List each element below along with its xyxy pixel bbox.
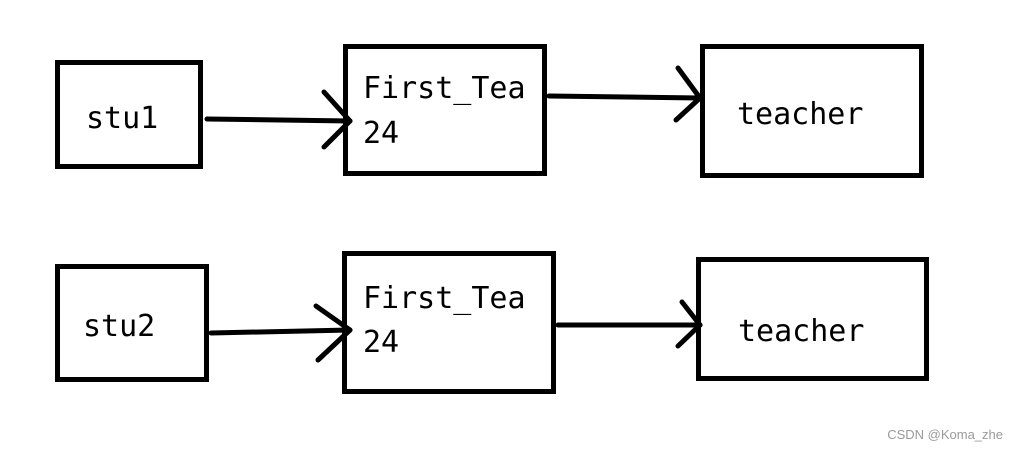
- first-tea-age-2: 24: [363, 325, 400, 360]
- stu1-box: stu1: [55, 60, 203, 169]
- teacher-box-2: teacher: [696, 257, 929, 381]
- stu2-box: stu2: [55, 264, 209, 382]
- arrow-first-tea-to-teacher-2: [555, 299, 703, 349]
- teacher-label-2: teacher: [738, 314, 865, 349]
- arrow-stu2-to-first-tea: [208, 303, 353, 363]
- stu2-label: stu2: [83, 309, 156, 344]
- csdn-watermark: CSDN @Koma_zhe: [887, 427, 1003, 442]
- arrow-first-tea-to-teacher-1: [546, 65, 703, 123]
- arrow-stu1-to-first-tea: [204, 89, 353, 150]
- first-tea-name-2: First_Tea: [363, 281, 526, 316]
- stu1-label: stu1: [86, 101, 159, 136]
- first-tea-age-1: 24: [363, 116, 400, 151]
- first-tea-box-1: First_Tea 24: [343, 44, 547, 176]
- first-tea-name-1: First_Tea: [363, 71, 526, 106]
- first-tea-box-2: First_Tea 24: [342, 251, 556, 394]
- teacher-label-1: teacher: [737, 97, 864, 132]
- teacher-box-1: teacher: [700, 44, 924, 178]
